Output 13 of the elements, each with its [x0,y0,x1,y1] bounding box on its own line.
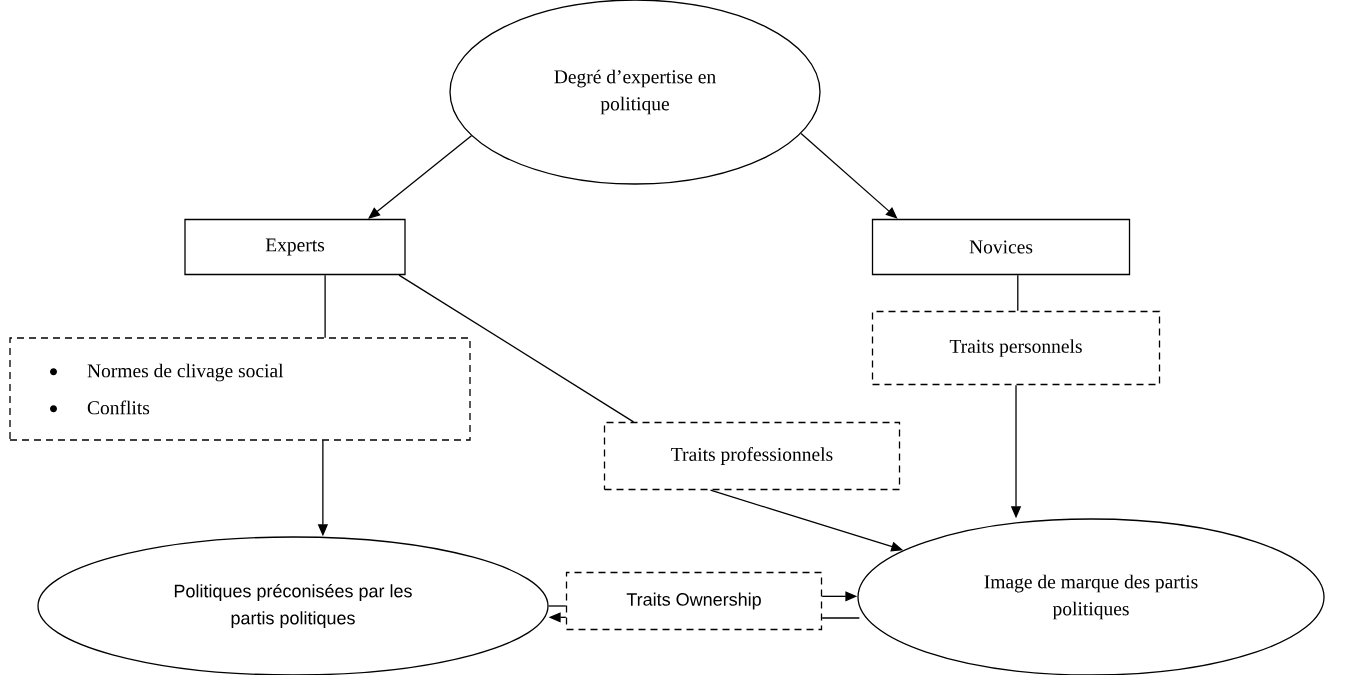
connector-line [1017,274,1019,312]
connector-line [324,274,326,339]
connector-line [821,617,860,619]
dashed-box: Normes de clivage social Conflits [9,337,471,441]
process-box: Experts [184,218,406,276]
dashed-box: Traits professionnels [603,421,901,491]
arrow [800,132,898,219]
arrow [368,135,473,219]
dashed-box: Traits Ownership [565,571,823,631]
connector-line [548,605,567,607]
connector-line [398,274,635,423]
dashed-box: Traits personnels [871,310,1161,386]
process-box: Novices [871,218,1131,276]
